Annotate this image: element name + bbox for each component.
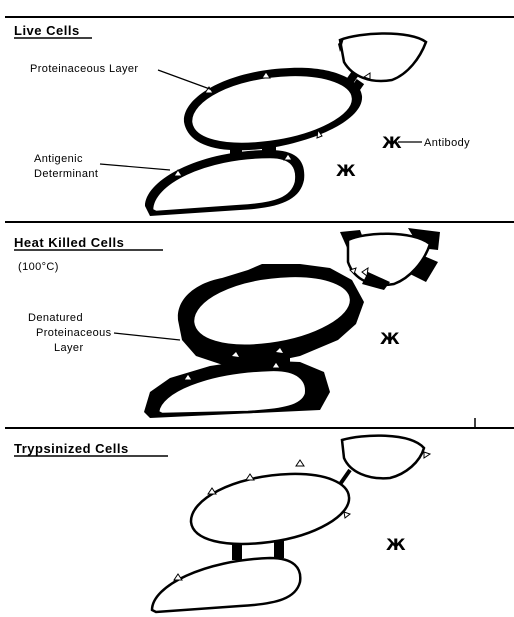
- antibody-icon: Ж: [386, 535, 406, 554]
- label-determinant: Determinant: [34, 168, 98, 180]
- panel-title-trypsinized: Trypsinized Cells: [14, 441, 129, 456]
- leader-line-layer: [158, 70, 218, 92]
- panel-live-cells: Live Cells: [14, 23, 470, 216]
- large-cell: [191, 460, 350, 544]
- panel-heat-killed-cells: Heat Killed Cells (100°C): [14, 228, 475, 428]
- antibody-icon: Ж: [336, 161, 356, 180]
- panel-trypsinized-cells: Trypsinized Cells Ж: [14, 436, 430, 612]
- panel-title-live: Live Cells: [14, 23, 80, 38]
- panel-title-heat-killed: Heat Killed Cells: [14, 235, 124, 250]
- lower-cell: [144, 360, 330, 418]
- label-proteinaceous-layer: Proteinaceous Layer: [30, 63, 139, 75]
- leader-line-denatured: [114, 333, 180, 340]
- leader-line-antigenic: [100, 164, 170, 170]
- large-cell: [184, 68, 370, 151]
- lower-cell: [145, 150, 304, 216]
- small-cell: [342, 436, 430, 479]
- antibody-icon: Ж: [380, 329, 400, 348]
- label-denatured: Denatured: [28, 312, 83, 324]
- panel-subtitle-temperature: (100°C): [18, 261, 59, 273]
- small-cell: [340, 228, 440, 290]
- label-proteinaceous: Proteinaceous: [36, 327, 112, 339]
- lower-cell: [152, 558, 300, 612]
- label-antibody: Antibody: [424, 137, 470, 149]
- label-antigenic: Antigenic: [34, 153, 83, 165]
- label-layer: Layer: [54, 342, 84, 354]
